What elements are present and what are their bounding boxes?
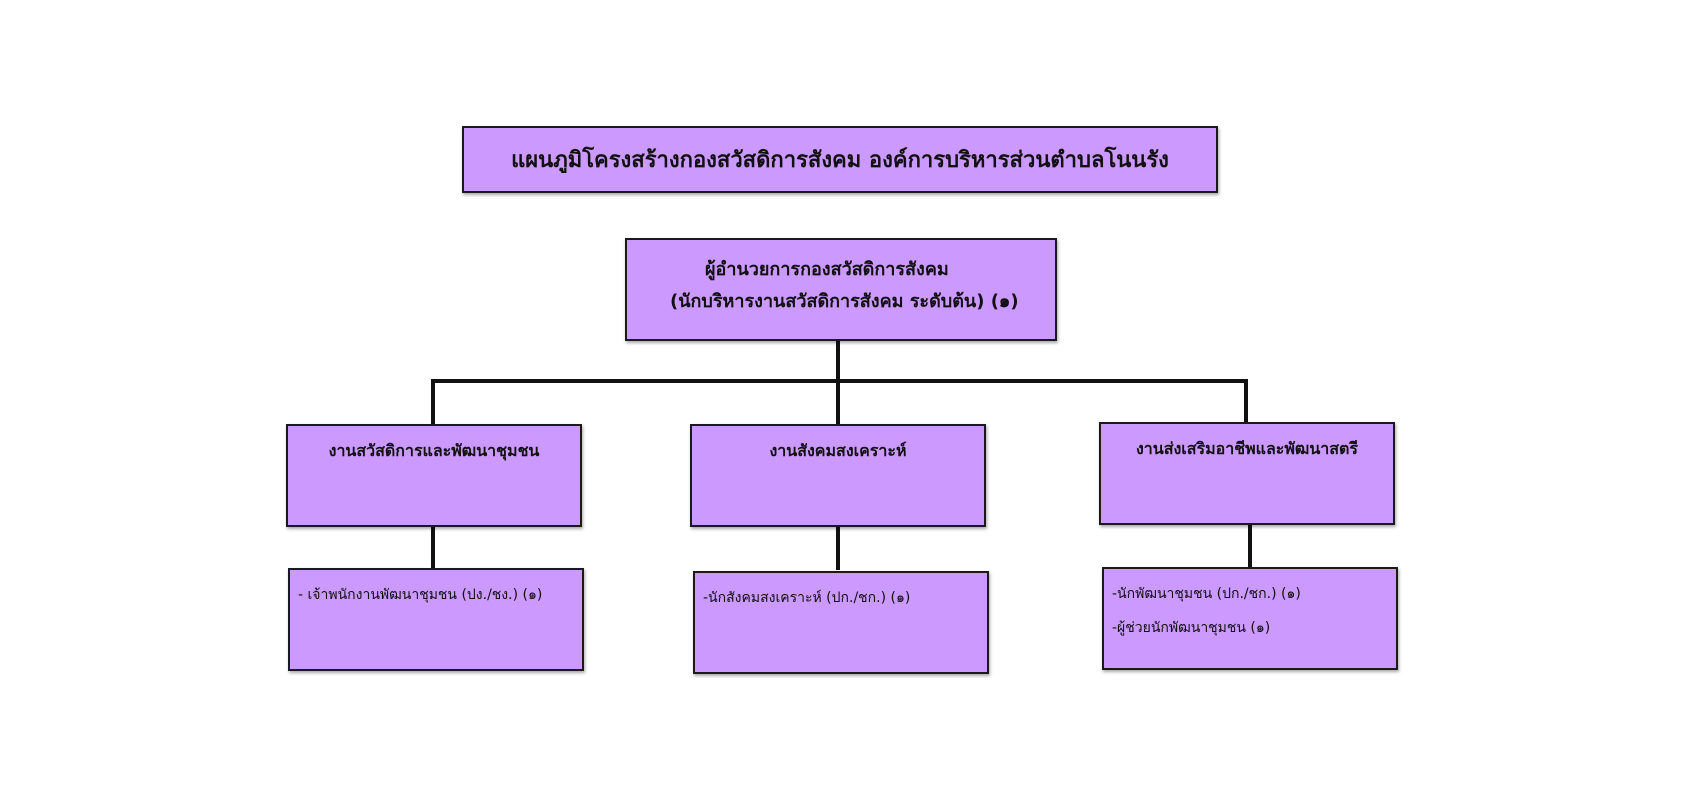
department-label: งานส่งเสริมอาชีพและพัฒนาสตรี [1135, 439, 1359, 458]
department-label: งานสวัสดิการและพัฒนาชุมชน [328, 441, 540, 460]
head-position-subtitle: (นักบริหารงานสวัสดิการสังคม ระดับต้น) (๑… [670, 291, 1019, 312]
department-label: งานสังคมสงเคราะห์ [769, 441, 907, 460]
staff-item: -นักสังคมสงเคราะห์ (ปก./ชก.) (๑) [703, 590, 911, 606]
department-box-occupation: งานส่งเสริมอาชีพและพัฒนาสตรี [1099, 422, 1395, 525]
staff-item: -ผู้ช่วยนักพัฒนาชุมชน (๑) [1112, 620, 1271, 636]
staff-item: -นักพัฒนาชุมชน (ปก./ชก.) (๑) [1112, 586, 1301, 602]
department-box-social-work: งานสังคมสงเคราะห์ [690, 424, 986, 527]
chart-title: แผนภูมิโครงสร้างกองสวัสดิการสังคม องค์กา… [511, 148, 1169, 173]
department-box-welfare: งานสวัสดิการและพัฒนาชุมชน [286, 424, 582, 527]
chart-title-box: แผนภูมิโครงสร้างกองสวัสดิการสังคม องค์กา… [462, 126, 1218, 193]
staff-box-welfare: - เจ้าพนักงานพัฒนาชุมชน (ปง./ชง.) (๑) [288, 568, 584, 671]
head-position-box: ผู้อำนวยการกองสวัสดิการสังคม (นักบริหารง… [625, 238, 1057, 341]
staff-box-occupation: -นักพัฒนาชุมชน (ปก./ชก.) (๑) -ผู้ช่วยนัก… [1102, 567, 1398, 670]
staff-item: - เจ้าพนักงานพัฒนาชุมชน (ปง./ชง.) (๑) [298, 587, 543, 603]
staff-box-social-work: -นักสังคมสงเคราะห์ (ปก./ชก.) (๑) [693, 571, 989, 674]
head-position-title: ผู้อำนวยการกองสวัสดิการสังคม [705, 259, 949, 280]
